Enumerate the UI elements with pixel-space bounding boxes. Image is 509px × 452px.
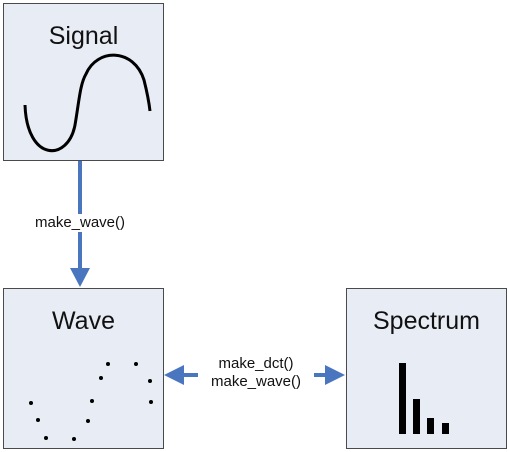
sample-point xyxy=(29,401,33,405)
sample-point xyxy=(90,399,94,403)
make-wave-label: make_wave() xyxy=(210,373,302,390)
sample-point xyxy=(36,418,40,422)
spectrum-bar xyxy=(427,418,434,434)
spectrum-bar xyxy=(442,423,449,434)
sample-point xyxy=(86,419,90,423)
wave-node: Wave xyxy=(3,288,164,449)
wave-spectrum-label: make_dct() make_wave() xyxy=(198,355,314,391)
signal-node: Signal xyxy=(3,3,164,161)
bar-spectrum-icon xyxy=(399,363,449,434)
sample-point xyxy=(148,379,152,383)
spectrum-bar xyxy=(413,399,420,434)
sampled-points-icon xyxy=(29,362,153,441)
signal-title: Signal xyxy=(48,22,119,50)
sample-point xyxy=(106,362,110,366)
spectrum-bar xyxy=(399,363,406,434)
sample-point xyxy=(99,376,103,380)
sample-point xyxy=(72,437,76,441)
make-dct-label: make_dct() xyxy=(218,355,294,372)
wave-title: Wave xyxy=(52,307,115,335)
sample-point xyxy=(149,400,153,404)
signal-to-wave-label: make_wave() xyxy=(24,214,136,232)
sine-wave-icon xyxy=(23,53,152,153)
spectrum-title: Spectrum xyxy=(373,307,480,335)
sample-point xyxy=(134,362,138,366)
sample-point xyxy=(44,436,48,440)
spectrum-node: Spectrum xyxy=(346,288,507,449)
